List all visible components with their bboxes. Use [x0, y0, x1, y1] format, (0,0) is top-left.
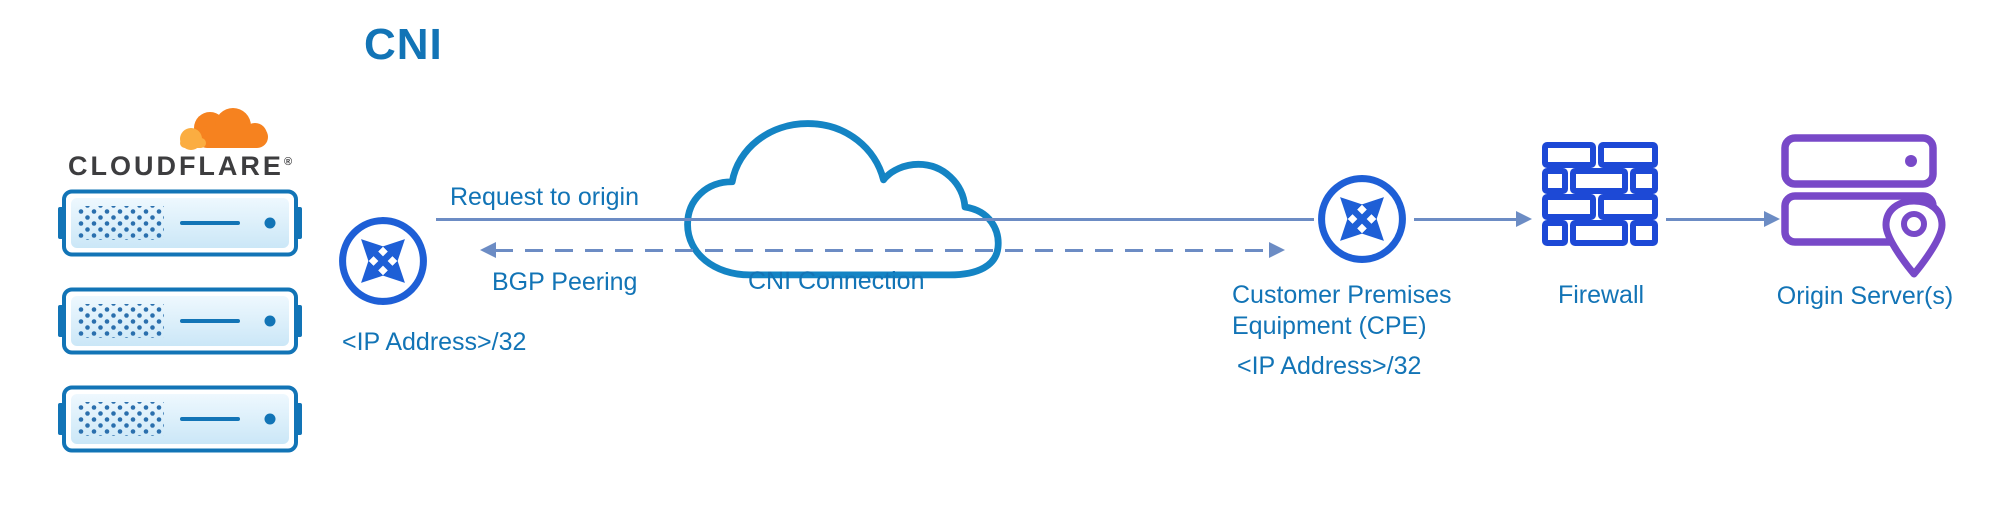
location-pin-icon	[1882, 197, 1946, 278]
request-to-origin-arrow	[436, 218, 1314, 221]
cpe-to-firewall-arrow	[1414, 218, 1518, 221]
server-icon	[58, 189, 302, 257]
cni-connection-label: CNI Connection	[748, 267, 925, 295]
cni-title: CNI	[364, 20, 443, 69]
server-icon	[58, 385, 302, 453]
server-icon	[58, 287, 302, 355]
edge-router-icon	[339, 217, 427, 305]
bgp-arrowhead-right	[1269, 242, 1285, 258]
origin-server-label: Origin Server(s)	[1776, 282, 1954, 310]
cni-cloud-icon	[684, 120, 1002, 279]
cpe-ip-label: <IP Address>/32	[1237, 352, 1422, 380]
firewall-icon	[1542, 142, 1658, 246]
request-to-origin-label: Request to origin	[450, 183, 640, 211]
firewall-label: Firewall	[1557, 281, 1645, 309]
cloudflare-wordmark: CLOUDFLARE®	[58, 151, 302, 182]
firewall-to-origin-arrowhead	[1764, 211, 1780, 227]
registered-mark: ®	[283, 156, 293, 168]
bgp-peering-arrow	[495, 249, 1269, 252]
firewall-to-origin-arrow	[1666, 218, 1766, 221]
cloudflare-cloud-icon	[180, 108, 268, 150]
cpe-router-icon	[1318, 175, 1406, 263]
edge-router-ip-label: <IP Address>/32	[342, 328, 527, 356]
cpe-name-line1: Customer Premises	[1232, 281, 1452, 309]
cloudflare-server-stack	[58, 189, 302, 453]
origin-server-icon	[1781, 134, 1946, 278]
cpe-name-line2: Equipment (CPE)	[1232, 312, 1427, 340]
bgp-peering-label: BGP Peering	[492, 268, 638, 296]
cpe-to-firewall-arrowhead	[1516, 211, 1532, 227]
cloudflare-wordmark-text: CLOUDFLARE	[67, 151, 284, 181]
bgp-arrowhead-left	[480, 242, 496, 258]
